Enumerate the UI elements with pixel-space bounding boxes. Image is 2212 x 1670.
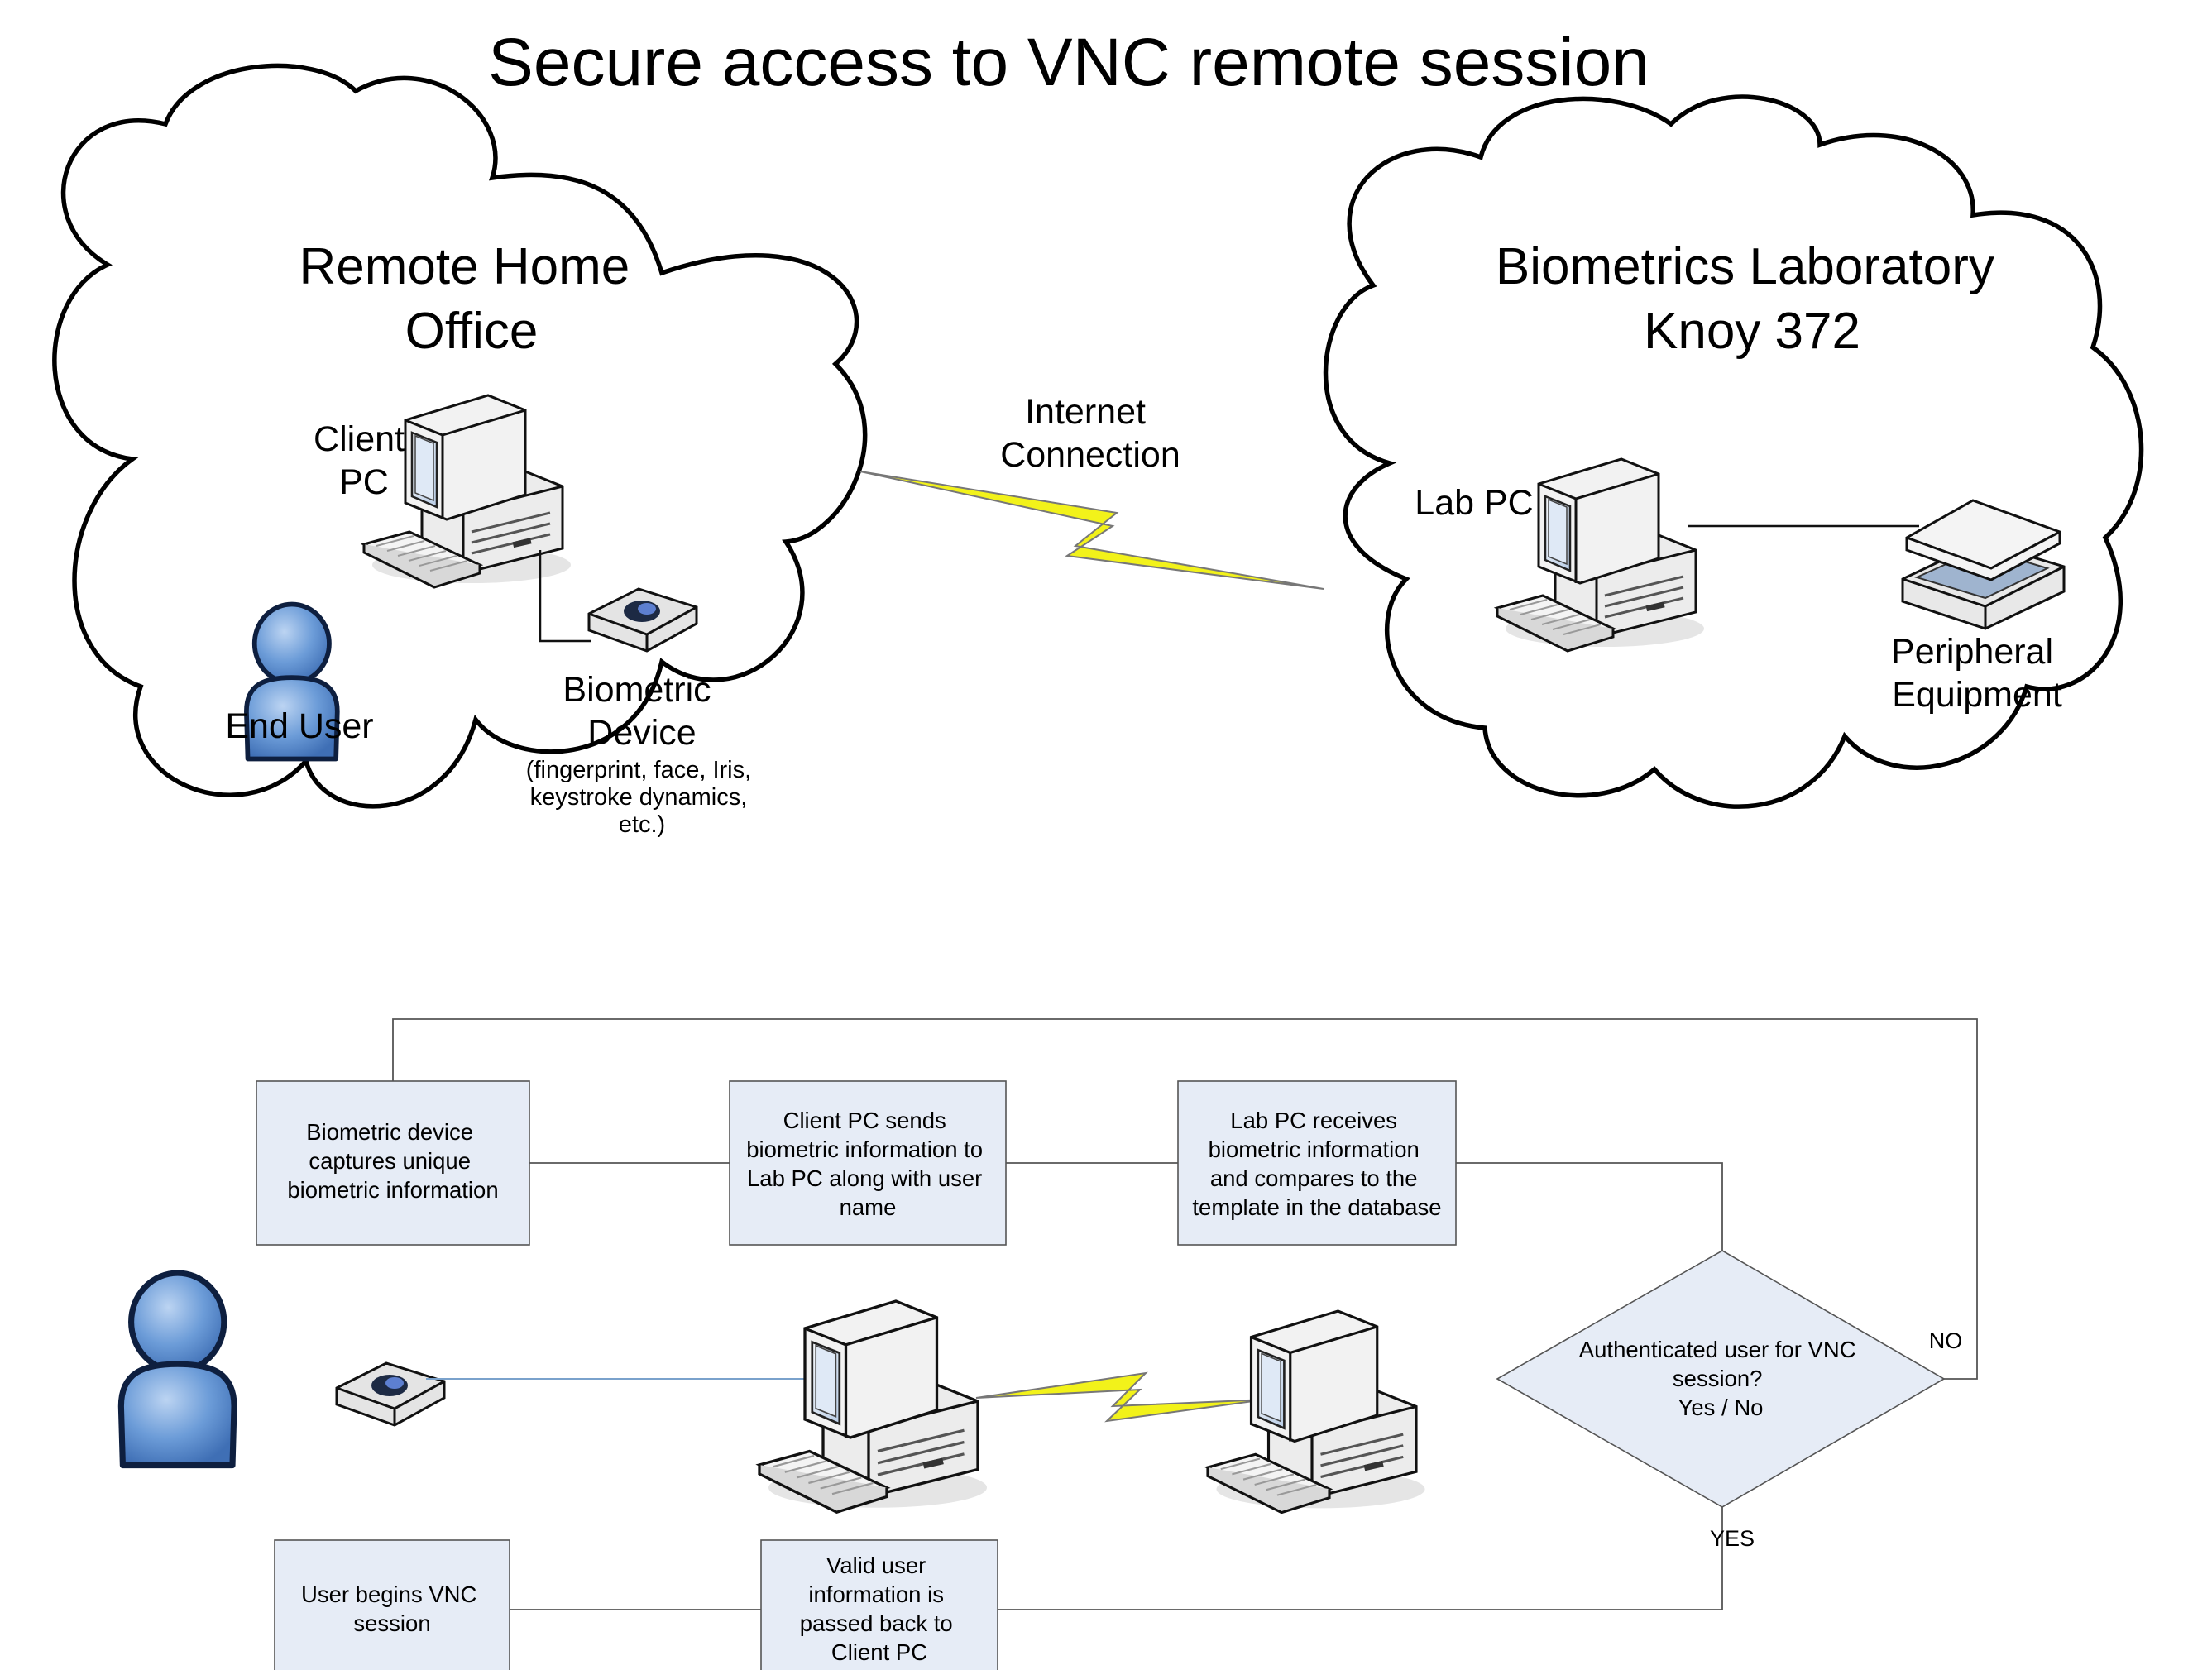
step6-text: User begins VNC session xyxy=(301,1581,483,1636)
step3-box xyxy=(1177,1080,1457,1246)
flow-end-user-icon xyxy=(121,1273,234,1466)
biometrics-lab-title: Biometrics Laboratory Knoy 372 xyxy=(1496,238,2009,360)
flow-client-pc-icon xyxy=(758,1299,989,1514)
step1-box xyxy=(256,1080,530,1246)
step1-text: Biometric device captures unique biometr… xyxy=(287,1119,498,1203)
step3-text: Lab PC receives biometric information an… xyxy=(1192,1108,1441,1220)
no-label: NO xyxy=(1929,1328,1963,1353)
peripheral-equipment-label: Peripheral Equipment xyxy=(1891,632,2063,715)
step5-text: Valid user information is passed back to… xyxy=(800,1553,960,1665)
page-title: Secure access to VNC remote session xyxy=(488,25,1649,100)
end-user-label: End User xyxy=(225,706,373,746)
decision-diamond xyxy=(1496,1250,1946,1508)
yes-connector xyxy=(998,1507,1723,1610)
step3-decision-connector xyxy=(1456,1162,1723,1251)
flow-lab-pc-icon xyxy=(1206,1309,1427,1514)
step5-box xyxy=(760,1539,998,1670)
flow-biometric-device-icon xyxy=(335,1361,446,1427)
yes-label: YES xyxy=(1710,1526,1755,1551)
internet-connection-label: Internet Connection xyxy=(1000,392,1180,475)
step2-text: Client PC sends biometric information to… xyxy=(746,1108,989,1220)
decision-text: Authenticated user for VNC session? Yes … xyxy=(1579,1337,1862,1420)
biometric-device-note: (fingerprint, face, Iris, keystroke dyna… xyxy=(526,757,758,838)
biometric-device-label: Biometric Device xyxy=(563,670,721,753)
remote-home-office-title: Remote Home Office xyxy=(299,238,644,360)
lab-pc-label: Lab PC xyxy=(1415,483,1533,523)
step6-box xyxy=(274,1539,510,1670)
no-loop-connector xyxy=(392,1018,1978,1380)
internet-lightning xyxy=(859,471,1324,590)
flow-internet-lightning xyxy=(975,1371,1266,1423)
client-pc-label: Client PC xyxy=(314,419,414,502)
client-to-biometric-cable xyxy=(539,550,591,643)
step2-box xyxy=(729,1080,1007,1246)
